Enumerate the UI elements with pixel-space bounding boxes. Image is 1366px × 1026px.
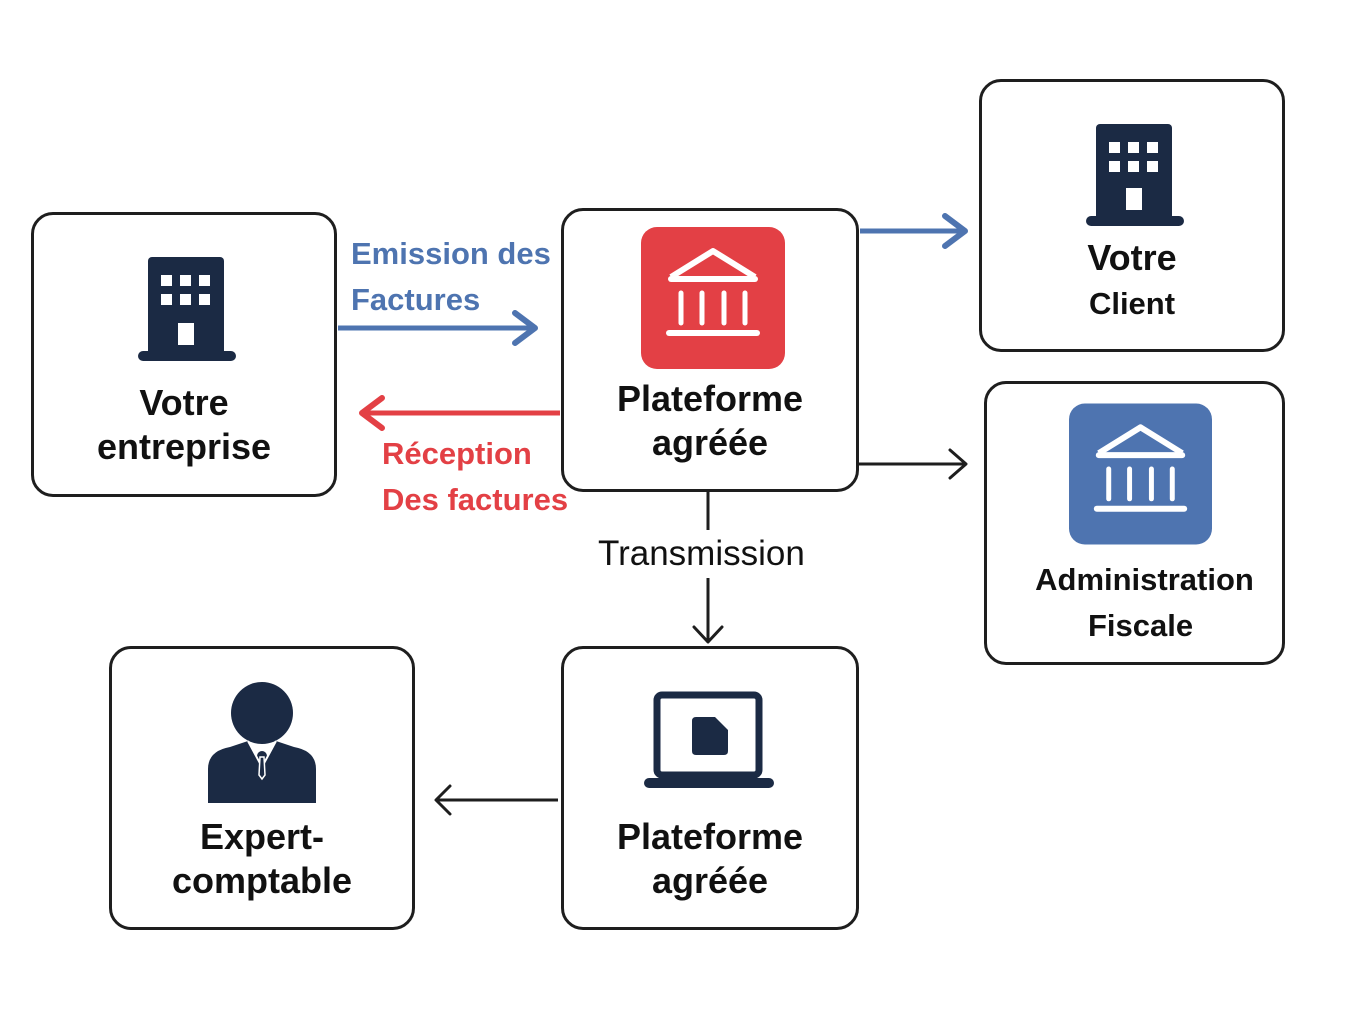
node-administration-fiscale-line1: Administration <box>1035 562 1254 597</box>
node-plateforme-bottom[interactable]: Plateforme agréée <box>561 646 859 930</box>
emission-label-line2: Factures <box>351 282 481 317</box>
node-expert-comptable-line1: Expert- <box>199 816 325 857</box>
arrow-emission <box>338 310 538 346</box>
arrow-to-client <box>860 213 968 249</box>
node-votre-client-line1: Votre <box>1087 237 1177 278</box>
node-votre-entreprise[interactable]: Votre entreprise <box>31 212 337 497</box>
node-votre-entreprise-line2: entreprise <box>96 426 272 467</box>
reception-label-line1: Réception <box>382 436 532 471</box>
node-plateforme-top-line1: Plateforme <box>616 378 804 419</box>
node-plateforme-top[interactable]: Plateforme agréée <box>561 208 859 492</box>
reception-label: Réception Des factures <box>382 431 568 523</box>
bank-icon <box>1069 403 1212 545</box>
node-expert-comptable[interactable]: Expert- comptable <box>109 646 415 930</box>
building-icon <box>138 257 236 361</box>
node-administration-fiscale-line2: Fiscale <box>1087 608 1194 643</box>
bank-icon <box>641 227 785 369</box>
emission-label: Emission des Factures <box>351 231 551 323</box>
node-administration-fiscale[interactable]: Administration Fiscale <box>984 381 1285 665</box>
arrow-to-expert <box>434 784 558 816</box>
node-plateforme-bottom-line1: Plateforme <box>616 816 804 857</box>
arrow-to-admin <box>858 448 968 480</box>
laptop-document-icon <box>644 691 774 788</box>
node-votre-client-line2: Client <box>1088 286 1176 321</box>
transmission-label: Transmission <box>598 534 805 573</box>
node-votre-entreprise-line1: Votre <box>139 382 229 423</box>
arrow-reception <box>359 395 560 431</box>
node-plateforme-top-line2: agréée <box>651 422 769 463</box>
businessman-icon <box>208 682 316 803</box>
node-expert-comptable-line2: comptable <box>171 860 353 901</box>
arrow-transmission <box>692 492 724 644</box>
node-plateforme-bottom-line2: agréée <box>651 860 769 901</box>
building-icon <box>1086 124 1184 226</box>
emission-label-line1: Emission des <box>351 236 551 271</box>
node-votre-client[interactable]: Votre Client <box>979 79 1285 352</box>
reception-label-line2: Des factures <box>382 482 569 517</box>
